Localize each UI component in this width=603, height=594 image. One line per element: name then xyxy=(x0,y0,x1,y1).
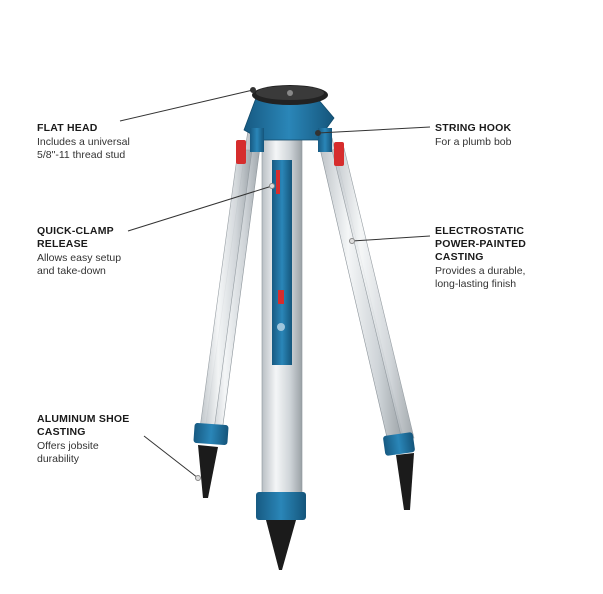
flat-head-line xyxy=(119,89,254,122)
right-shoe-casting xyxy=(383,432,415,456)
callout-quick-clamp: QUICK-CLAMP RELEASE Allows easy setup an… xyxy=(37,225,121,278)
callout-flat-head: FLAT HEAD Includes a universal 5/8"-11 t… xyxy=(37,122,130,162)
electrostatic-line xyxy=(351,235,431,242)
center-leg xyxy=(256,139,306,570)
callout-title: ALUMINUM SHOE CASTING xyxy=(37,413,130,438)
right-foot-spike xyxy=(396,453,414,510)
callout-title: QUICK-CLAMP RELEASE xyxy=(37,225,114,250)
left-leg xyxy=(193,129,263,498)
callout-string-hook: STRING HOOK For a plumb bob xyxy=(435,122,511,149)
center-shoe-casting xyxy=(256,492,306,520)
callout-desc: Includes a universal 5/8"-11 thread stud xyxy=(37,136,130,161)
callout-title: STRING HOOK xyxy=(435,122,512,134)
center-leg-casting xyxy=(272,160,292,365)
left-foot-spike xyxy=(198,445,218,498)
callout-electrostatic: ELECTROSTATIC POWER-PAINTED CASTING Prov… xyxy=(435,225,526,291)
callout-desc: Provides a durable, long-lasting finish xyxy=(435,265,526,290)
aluminum-shoe-line xyxy=(143,435,199,479)
callout-aluminum-shoe: ALUMINUM SHOE CASTING Offers jobsite dur… xyxy=(37,413,129,466)
right-leg-clamp xyxy=(334,142,344,166)
quick-clamp-line xyxy=(127,185,273,232)
callout-lines xyxy=(119,87,431,481)
tripod-head xyxy=(236,85,344,166)
quick-clamp-lever xyxy=(276,170,280,194)
callout-title: ELECTROSTATIC POWER-PAINTED CASTING xyxy=(435,225,527,263)
right-leg xyxy=(317,137,415,510)
callout-desc: Allows easy setup and take-down xyxy=(37,252,122,277)
string-hook-line xyxy=(317,126,431,134)
callout-desc: Offers jobsite durability xyxy=(37,440,99,465)
center-foot-spike xyxy=(266,520,296,570)
callout-desc: For a plumb bob xyxy=(435,136,512,148)
left-shoe-casting xyxy=(193,423,229,445)
callout-title: FLAT HEAD xyxy=(37,122,98,134)
left-leg-clamp xyxy=(236,140,246,164)
